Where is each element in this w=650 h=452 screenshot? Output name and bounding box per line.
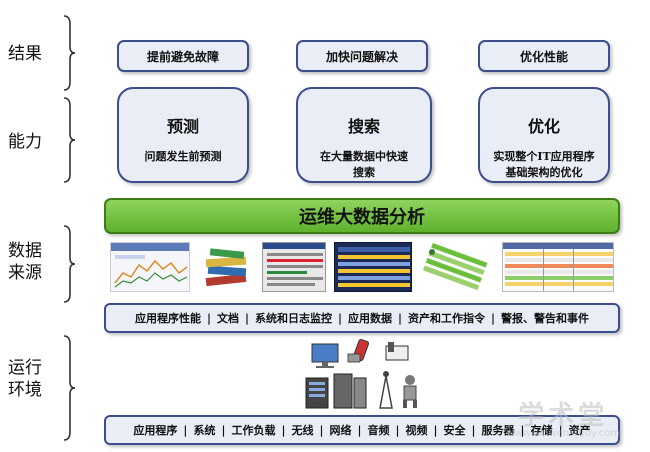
runtime-item: 音频 bbox=[367, 424, 390, 437]
row-label-capabilities: 能力 bbox=[8, 132, 42, 152]
runtime-item: 网络 bbox=[329, 424, 352, 437]
computer-icon bbox=[311, 343, 339, 368]
row-label-data-sources: 数据 来源 bbox=[8, 240, 64, 284]
runtime-item: 资产 bbox=[568, 424, 591, 437]
runtime-item: 安全 bbox=[443, 424, 466, 437]
mobile-phone-icon bbox=[347, 338, 370, 363]
runtime-item: 工作负载 bbox=[231, 424, 276, 437]
runtime-item: 存储 bbox=[530, 424, 553, 437]
flight-board-thumbnail bbox=[334, 242, 412, 292]
capabilities-bracket bbox=[62, 96, 76, 184]
separator: | bbox=[395, 423, 400, 437]
separator: | bbox=[357, 423, 362, 437]
capability-predict: 预测 问题发生前预测 bbox=[117, 87, 249, 183]
separator: | bbox=[221, 423, 226, 437]
row-label-results: 结果 bbox=[8, 44, 42, 64]
runtime-strip: 应用程序 | 系统 | 工作负载 | 无线 | 网络 | 音频 | 视频 | 安全 | 服务器 |… bbox=[104, 415, 620, 445]
separator: | bbox=[244, 311, 249, 325]
runtime-item: 无线 bbox=[291, 424, 314, 437]
capability-search: 搜索 在大量数据中快速搜索 bbox=[296, 87, 432, 183]
separator: | bbox=[433, 423, 438, 437]
row-label-line: 来源 bbox=[8, 263, 42, 283]
capability-title: 预测 bbox=[166, 117, 199, 136]
separator: | bbox=[206, 311, 211, 325]
capability-optimize: 优化 实现整个IT应用程序基础架构的优化 bbox=[478, 87, 610, 183]
results-bracket bbox=[62, 14, 76, 92]
performance-chart-thumbnail bbox=[110, 242, 190, 292]
capability-title: 优化 bbox=[527, 117, 560, 136]
capability-title: 搜索 bbox=[347, 117, 380, 136]
runtime-item: 服务器 bbox=[481, 424, 515, 437]
separator: | bbox=[319, 423, 324, 437]
result-box-avoid-failures: 提前避免故障 bbox=[117, 40, 249, 72]
row-label-line: 数据 bbox=[8, 241, 42, 261]
runtime-item: 视频 bbox=[405, 424, 428, 437]
separator: | bbox=[281, 423, 286, 437]
log-monitor-thumbnail bbox=[262, 242, 326, 292]
data-sources-strip: 应用程序性能 | 文档 | 系统和日志监控 | 应用数据 | 资产和工作指令 | 警报、警… bbox=[104, 303, 620, 333]
telephone-icon bbox=[385, 342, 409, 361]
runtime-item: 应用程序 bbox=[133, 424, 178, 437]
separator: | bbox=[337, 311, 342, 325]
data-source-item: 系统和日志监控 bbox=[254, 312, 332, 325]
result-box-faster-resolution: 加快问题解决 bbox=[296, 40, 428, 72]
separator: | bbox=[398, 311, 403, 325]
capability-desc: 实现整个IT应用程序基础架构的优化 bbox=[493, 150, 595, 179]
runtime-item: 系统 bbox=[193, 424, 216, 437]
workflow-diagram-thumbnail bbox=[420, 242, 490, 292]
result-box-optimize-performance: 优化性能 bbox=[478, 40, 610, 72]
separator: | bbox=[471, 423, 476, 437]
data-source-item: 应用程序性能 bbox=[134, 312, 201, 325]
separator: | bbox=[520, 423, 525, 437]
runtime-bracket bbox=[62, 334, 76, 442]
server-icon bbox=[305, 377, 329, 409]
robot-icon bbox=[403, 375, 417, 408]
storage-icon bbox=[333, 373, 367, 409]
data-source-item: 警报、警告和事件 bbox=[501, 312, 590, 325]
row-label-line: 环境 bbox=[8, 380, 42, 400]
document-stack-thumbnail bbox=[200, 242, 254, 292]
separator: | bbox=[491, 311, 496, 325]
runtime-icons-group bbox=[300, 338, 430, 414]
row-label-runtime: 运行 环境 bbox=[8, 357, 64, 401]
data-source-item: 文档 bbox=[216, 312, 239, 325]
data-sources-bracket bbox=[62, 224, 76, 304]
alert-table-thumbnail bbox=[502, 242, 614, 292]
data-source-item: 资产和工作指令 bbox=[408, 312, 486, 325]
row-label-line: 运行 bbox=[8, 358, 42, 378]
network-tower-icon bbox=[379, 371, 393, 409]
capability-desc: 问题发生前预测 bbox=[144, 150, 222, 163]
capability-desc: 在大量数据中快速搜索 bbox=[320, 150, 408, 179]
separator: | bbox=[558, 423, 563, 437]
data-source-item: 应用数据 bbox=[348, 312, 392, 325]
big-data-analytics-banner: 运维大数据分析 bbox=[104, 198, 620, 234]
separator: | bbox=[183, 423, 188, 437]
